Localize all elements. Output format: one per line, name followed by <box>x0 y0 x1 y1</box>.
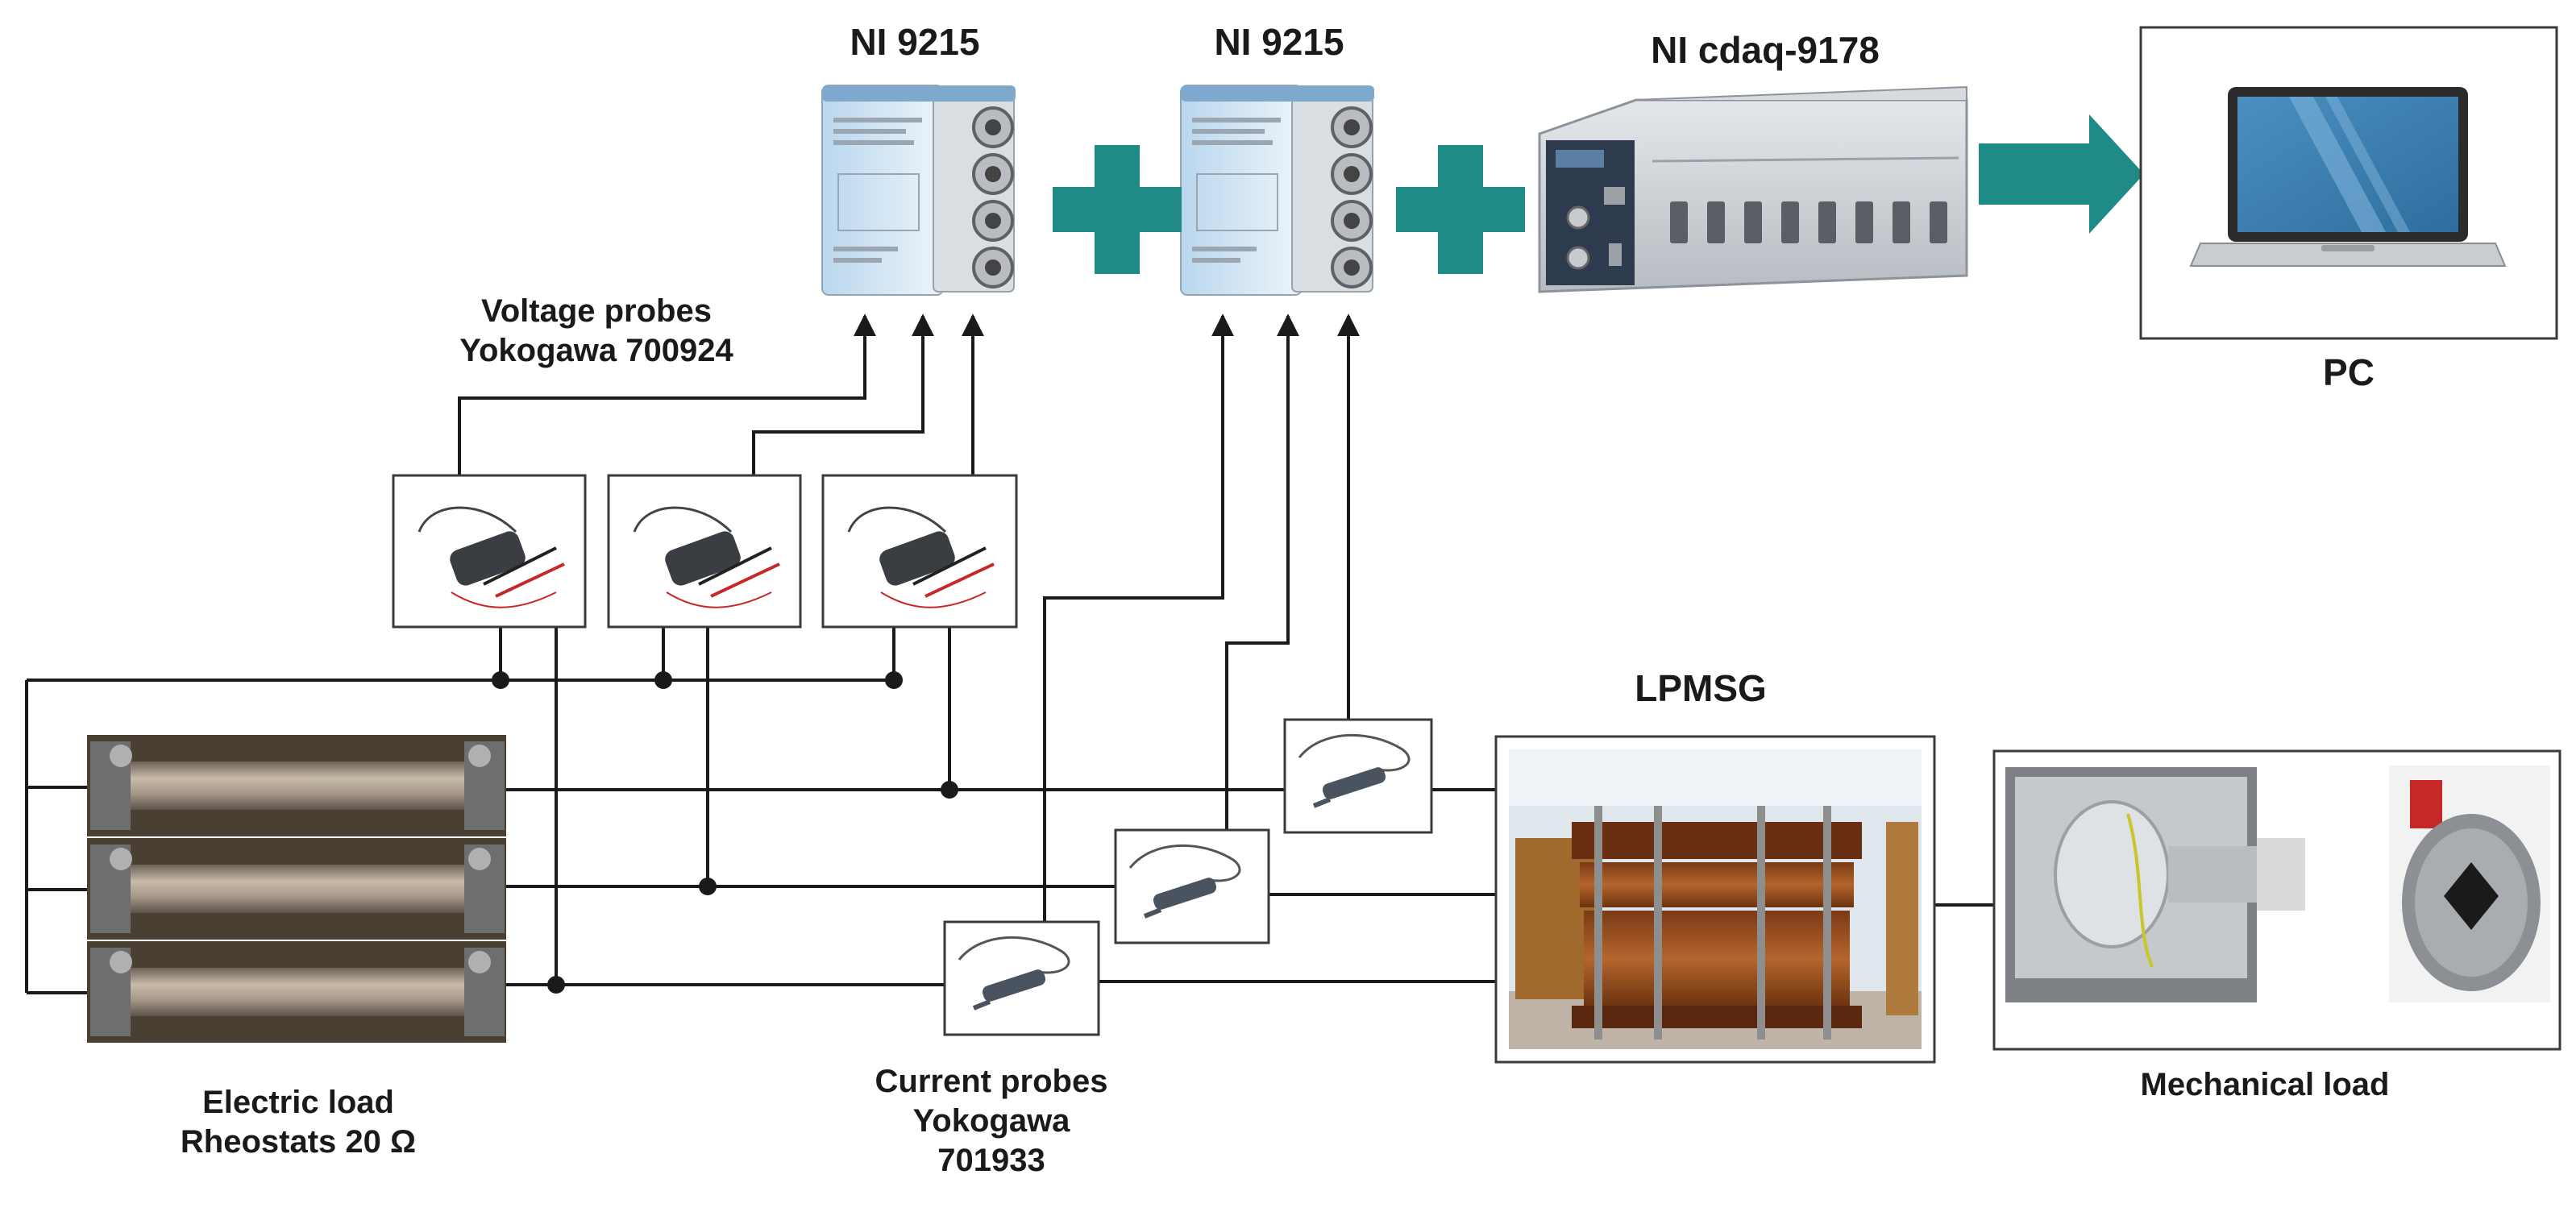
current-probe-1 <box>1283 718 1433 834</box>
cdaq-chassis <box>1538 85 1968 293</box>
voltage-probe-2 <box>607 474 802 629</box>
cdaq-label: NI cdaq-9178 <box>1651 29 1880 71</box>
ni9215-module-a <box>821 85 1016 296</box>
arrow-right-icon <box>1979 114 2144 234</box>
voltage-probe-3 <box>821 474 1018 629</box>
bnc-connectors <box>972 106 1014 288</box>
mechanical-load-label: Mechanical load <box>2140 1067 2390 1102</box>
voltage-probes-label: Voltage probes Yokogawa 700924 <box>403 292 790 371</box>
current-probe-2 <box>1114 828 1270 944</box>
vprobe2-signal-wire <box>752 313 934 475</box>
pc-box <box>2139 26 2558 340</box>
current-probe-3 <box>943 920 1100 1036</box>
junction-dots <box>492 671 958 994</box>
electric-load-line1: Electric load <box>202 1085 394 1120</box>
voltage-probes-line1: Voltage probes <box>481 293 712 329</box>
vprobe1-signal-wire <box>458 313 876 475</box>
pc-label: PC <box>2323 351 2374 393</box>
wiring <box>25 313 1994 994</box>
voltage-probe-1 <box>392 474 587 629</box>
current-probes-label: Current probes Yokogawa 701933 <box>838 1062 1145 1180</box>
plus-icon <box>1053 145 1182 274</box>
ni9215-a-label: NI 9215 <box>850 21 980 63</box>
current-probes-line3: 701933 <box>937 1142 1045 1178</box>
cprobe2-signal-wire <box>1225 313 1299 830</box>
rheostat-2 <box>87 838 506 940</box>
ni9215-module-b <box>1180 85 1374 296</box>
cprobe3-signal-wire <box>1043 313 1234 922</box>
chassis-slots <box>1670 201 1947 243</box>
current-probes-line1: Current probes <box>875 1064 1108 1099</box>
voltage-probes-line2: Yokogawa 700924 <box>459 332 733 368</box>
lpmsg-label: LPMSG <box>1635 667 1767 709</box>
electric-load-label: Electric load Rheostats 20 Ω <box>145 1083 451 1162</box>
bnc-connectors <box>1331 106 1373 288</box>
ni9215-b-label: NI 9215 <box>1214 21 1344 63</box>
plus-icon <box>1396 145 1525 274</box>
current-probes-line2: Yokogawa <box>912 1102 1070 1139</box>
electric-load-line2: Rheostats 20 Ω <box>180 1123 417 1160</box>
lpmsg-generator <box>1494 735 1936 1064</box>
mechanical-load <box>1992 749 2561 1051</box>
rheostat-3 <box>87 941 506 1043</box>
rheostat-1 <box>87 735 506 836</box>
